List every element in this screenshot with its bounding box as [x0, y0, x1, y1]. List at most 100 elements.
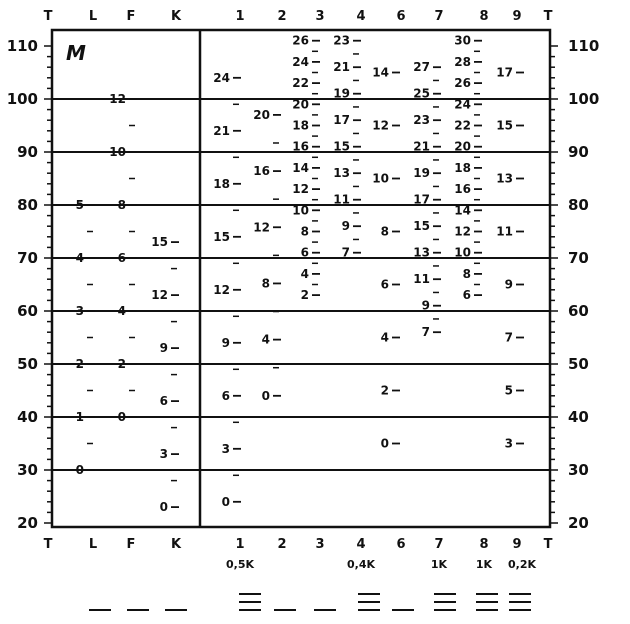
column-footer: K: [171, 537, 182, 552]
scale-value-l: 0: [76, 463, 84, 477]
scale-value-8: 24: [454, 97, 471, 111]
scale-value-f: 2: [118, 357, 126, 371]
scale-value-9: 7: [505, 331, 513, 345]
scale-value-f: 8: [118, 198, 126, 212]
scale-value-1: 21: [213, 124, 230, 138]
scale-value-7: 15: [413, 219, 430, 233]
scale-value-k: 0: [160, 500, 168, 514]
column-footer: T: [44, 537, 53, 552]
scale-value-k: 6: [160, 394, 168, 408]
y-tick-label-left: 100: [7, 90, 38, 108]
scale-value-3: 16: [292, 140, 309, 154]
scale-value-8: 14: [454, 203, 471, 217]
scale-value-8: 18: [454, 161, 471, 175]
column-header: T: [44, 9, 53, 24]
y-tick-label-left: 30: [17, 461, 38, 479]
scale-value-3: 2: [301, 288, 309, 302]
scale-value-8: 28: [454, 55, 471, 69]
y-tick-label-right: 40: [568, 408, 589, 426]
column-header: 9: [512, 9, 521, 24]
y-tick-label-right: 110: [568, 37, 599, 55]
scale-value-2: 16: [253, 164, 270, 178]
scale-value-6: 12: [372, 119, 389, 133]
scale-value-6: 8: [381, 225, 389, 239]
scale-value-k: 15: [151, 235, 168, 249]
y-tick-label-left: 50: [17, 355, 38, 373]
scale-value-4: 23: [333, 34, 350, 48]
scale-value-4: 21: [333, 60, 350, 74]
scale-multiplier: 1K: [431, 558, 448, 571]
scale-value-4: 15: [333, 140, 350, 154]
column-footer: 9: [512, 537, 521, 552]
bottom-dash-marks: [89, 593, 531, 611]
scale-value-8: 22: [454, 119, 471, 133]
scale-values: 2421181512963020161284026242220181614121…: [76, 34, 524, 514]
scale-value-4: 17: [333, 113, 350, 127]
scale-value-3: 26: [292, 34, 309, 48]
scale-value-8: 30: [454, 34, 471, 48]
column-footer: 6: [396, 537, 405, 552]
scale-value-1: 3: [222, 442, 230, 456]
scale-value-7: 25: [413, 87, 430, 101]
scale-value-1: 12: [213, 283, 230, 297]
column-header: 6: [396, 9, 405, 24]
scale-value-7: 21: [413, 140, 430, 154]
column-header: F: [127, 9, 136, 24]
column-header: K: [171, 9, 182, 24]
scale-value-2: 20: [253, 108, 270, 122]
panel-label: M: [66, 41, 86, 65]
y-tick-label-left: 40: [17, 408, 38, 426]
scale-value-8: 6: [463, 288, 471, 302]
scale-value-f: 12: [109, 92, 126, 106]
column-header: 8: [479, 9, 488, 24]
scale-value-2: 0: [262, 389, 270, 403]
scale-value-9: 17: [496, 66, 513, 80]
scale-value-l: 4: [76, 251, 84, 265]
column-header: T: [544, 9, 553, 24]
scale-value-3: 20: [292, 97, 309, 111]
y-tick-label-left: 110: [7, 37, 38, 55]
scale-value-8: 20: [454, 140, 471, 154]
scale-value-7: 11: [413, 272, 430, 286]
scale-value-f: 0: [118, 410, 126, 424]
scale-value-4: 9: [342, 219, 350, 233]
scale-value-3: 12: [292, 182, 309, 196]
y-tick-label-right: 60: [568, 302, 589, 320]
scale-value-1: 9: [222, 336, 230, 350]
scale-value-9: 5: [505, 384, 513, 398]
scale-value-8: 8: [463, 267, 471, 281]
scale-value-3: 8: [301, 225, 309, 239]
scale-value-k: 9: [160, 341, 168, 355]
scale-value-6: 10: [372, 172, 389, 186]
column-header: 1: [235, 9, 244, 24]
scale-value-7: 13: [413, 246, 430, 260]
scale-value-3: 18: [292, 119, 309, 133]
scale-value-7: 27: [413, 60, 430, 74]
scale-value-4: 11: [333, 193, 350, 207]
scale-multiplier: 0,5K: [226, 558, 254, 571]
scale-value-7: 23: [413, 113, 430, 127]
scale-value-3: 22: [292, 76, 309, 90]
scale-value-3: 10: [292, 203, 309, 217]
scale-value-4: 7: [342, 246, 350, 260]
scale-value-1: 18: [213, 177, 230, 191]
scale-value-9: 9: [505, 278, 513, 292]
scale-value-l: 1: [76, 410, 84, 424]
scale-value-l: 3: [76, 304, 84, 318]
column-footer: 7: [434, 537, 443, 552]
column-header: L: [89, 9, 97, 24]
column-header: 4: [356, 9, 365, 24]
scale-value-6: 14: [372, 66, 389, 80]
scale-value-1: 0: [222, 495, 230, 509]
scale-value-9: 13: [496, 172, 513, 186]
column-header: 3: [315, 9, 324, 24]
y-tick-label-left: 80: [17, 196, 38, 214]
y-tick-label-right: 70: [568, 249, 589, 267]
scale-value-f: 4: [118, 304, 126, 318]
scale-value-4: 13: [333, 166, 350, 180]
scale-value-8: 16: [454, 182, 471, 196]
y-tick-label-right: 50: [568, 355, 589, 373]
scale-value-7: 9: [422, 299, 430, 313]
